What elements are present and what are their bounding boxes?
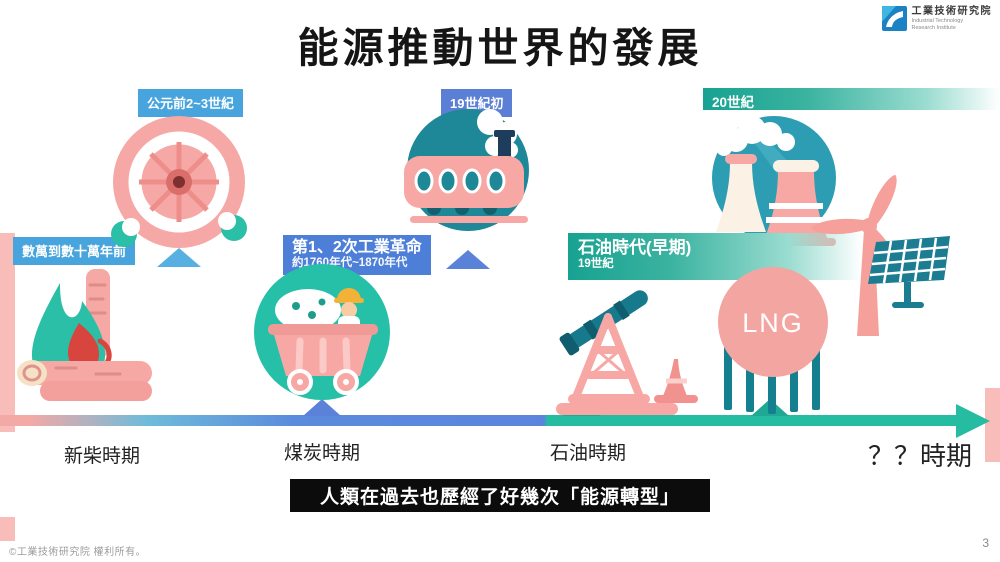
badge-prehistoric-era: 數萬到數十萬年前: [13, 237, 136, 265]
itri-logo-en-1: Industrial Technology: [911, 18, 964, 24]
decor-strip-left-bottom: [0, 517, 15, 541]
badge-oil-line1: 石油時代(早期): [578, 238, 692, 257]
solar-panel-icon: [868, 236, 950, 308]
itri-logo-en-2: Research Institute: [911, 24, 956, 31]
period-label-coal: 煤炭時期: [284, 443, 361, 464]
itri-logo-zh: 工業技術研究院: [911, 6, 992, 17]
power-plant-icon: [712, 116, 836, 246]
waterwheel-pointer-icon: [157, 248, 201, 267]
lng-tank-icon: LNG: [718, 267, 828, 414]
decor-strip-left: [0, 233, 15, 432]
transition-banner: 人類在過去也歷經了好幾次「能源轉型」: [290, 479, 710, 512]
itri-logo-mark-icon: [881, 6, 907, 31]
itri-logo: 工業技術研究院 Industrial Technology Research I…: [881, 6, 993, 31]
steam-train-icon: [404, 109, 529, 231]
badge-modern-era: 20世紀: [703, 88, 1000, 110]
oil-derrick-icon: [556, 290, 698, 415]
timeline-bar: [0, 415, 978, 426]
coal-cart-icon: [254, 264, 390, 400]
train-pointer-icon: [446, 250, 490, 269]
page-title: 能源推動世界的發展: [297, 25, 703, 71]
badge-oil-line2: 19世紀: [578, 258, 614, 270]
timeline-marker-coal-icon: [303, 399, 341, 416]
badge-industrial-line1: 第1、2次工業革命: [292, 239, 422, 256]
page-number: 3: [982, 536, 989, 550]
badge-oil-era: 石油時代(早期) 19世紀: [568, 233, 862, 280]
water-wheel-icon: [111, 116, 247, 248]
timeline-arrowhead-icon: [956, 404, 990, 438]
lng-label: LNG: [742, 308, 804, 338]
period-label-future: ？？時期: [868, 441, 973, 471]
footer-copyright: ©工業技術研究院 權利所有。: [9, 547, 147, 558]
period-label-wood: 新柴時期: [64, 446, 141, 467]
campfire-icon: [17, 269, 152, 401]
badge-waterwheel-era: 公元前2~3世紀: [138, 89, 244, 117]
period-label-oil: 石油時期: [550, 443, 627, 464]
